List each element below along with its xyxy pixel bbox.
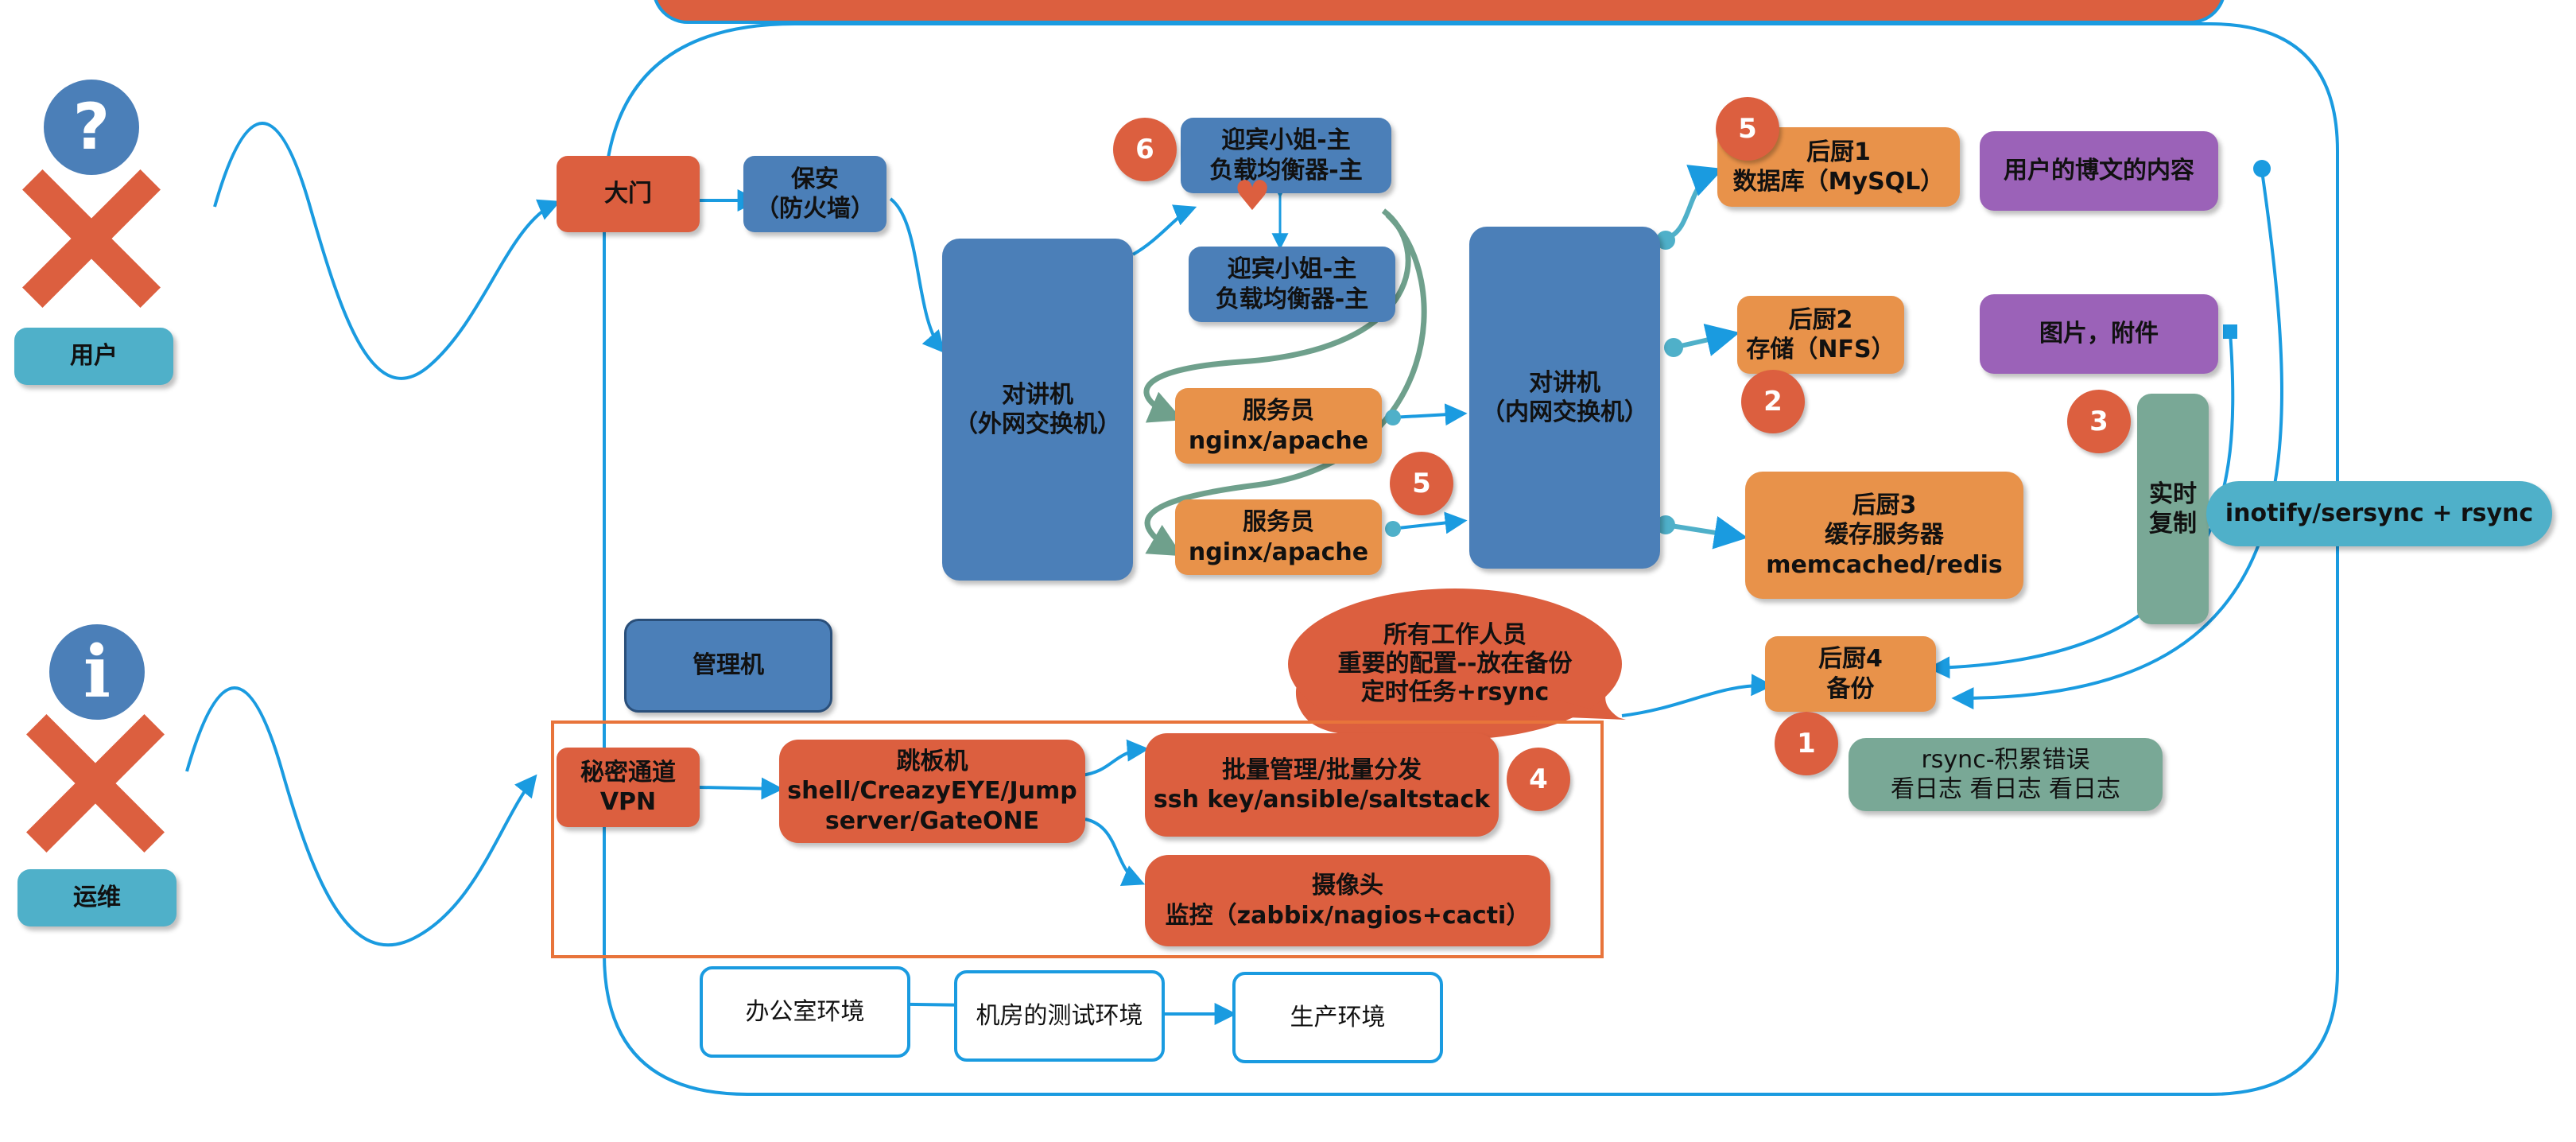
env-office-node: 办公室环境 bbox=[700, 966, 910, 1058]
user-label: 用户 bbox=[14, 328, 173, 385]
badge-lb: 6 bbox=[1113, 118, 1177, 181]
firewall-switch-line bbox=[889, 197, 945, 354]
env-prod-node: 生产环境 bbox=[1232, 972, 1443, 1063]
gate-node: 大门 bbox=[557, 156, 700, 232]
ops-label: 运维 bbox=[17, 869, 177, 926]
inner-switch-node: 对讲机（内网交换机） bbox=[1469, 227, 1660, 569]
mgmt-node: 管理机 bbox=[624, 619, 832, 713]
user-to-gate-wave bbox=[213, 122, 561, 380]
user-x-mark bbox=[22, 169, 161, 308]
outer-switch-node: 对讲机（外网交换机） bbox=[942, 239, 1133, 581]
heartbeat-heart-icon: ♥ bbox=[1233, 172, 1271, 220]
switch-lb-line bbox=[1132, 204, 1197, 256]
sync-tool-node: inotify/sersync + rsync bbox=[2206, 481, 2552, 546]
monitor-node: 摄像头监控（zabbix/nagios+cacti） bbox=[1145, 855, 1550, 946]
rsync-note-node: rsync-积累错误看日志 看日志 看日志 bbox=[1849, 738, 2163, 811]
web2-inner-line bbox=[1391, 511, 1468, 534]
info-mark: i bbox=[83, 630, 111, 714]
badge-web: 5 bbox=[1390, 452, 1453, 515]
badge-ops: 4 bbox=[1507, 748, 1570, 811]
info-circle bbox=[49, 624, 145, 720]
lb-master-node: 迎宾小姐-主负载均衡器-主 bbox=[1181, 118, 1391, 193]
jump-batch-line bbox=[1080, 739, 1150, 777]
blog-backup-line bbox=[1951, 170, 2283, 710]
jump-monitor-line bbox=[1084, 818, 1146, 887]
badge-realtime: 3 bbox=[2067, 390, 2131, 453]
env-test-node: 机房的测试环境 bbox=[954, 970, 1165, 1062]
inner-nfs-line bbox=[1673, 323, 1740, 356]
callout-text: 所有工作人员重要的配置--放在备份定时任务+rsync bbox=[1337, 621, 1573, 706]
lb-web2-curve bbox=[1144, 212, 1427, 557]
datacenter-boundary bbox=[603, 22, 2339, 1096]
badge-nfs: 2 bbox=[1741, 370, 1805, 433]
badge-db: 5 bbox=[1716, 97, 1779, 161]
inner-cache-line bbox=[1665, 516, 1748, 550]
inner-db-line bbox=[1664, 165, 1724, 241]
web1-inner-line bbox=[1391, 403, 1468, 426]
realtime-copy-node: 实时复制 bbox=[2137, 394, 2209, 624]
ops-area-outline bbox=[551, 721, 1604, 958]
vpn-jump-line bbox=[699, 777, 784, 800]
callout-backup-line bbox=[1621, 674, 1774, 717]
lb-web1-curve bbox=[1143, 208, 1411, 423]
lb-backup-node: 迎宾小姐-主负载均衡器-主 bbox=[1189, 247, 1395, 322]
badge-backup: 1 bbox=[1775, 712, 1838, 775]
ops-x-mark bbox=[26, 714, 165, 853]
question-circle bbox=[44, 80, 139, 175]
question-mark: ? bbox=[72, 90, 111, 164]
images-node: 图片，附件 bbox=[1980, 294, 2218, 374]
firewall-node: 保安（防火墙） bbox=[743, 156, 886, 232]
ops-to-vpn-wave bbox=[185, 686, 537, 947]
blog-content-node: 用户的博文的内容 bbox=[1980, 131, 2218, 211]
